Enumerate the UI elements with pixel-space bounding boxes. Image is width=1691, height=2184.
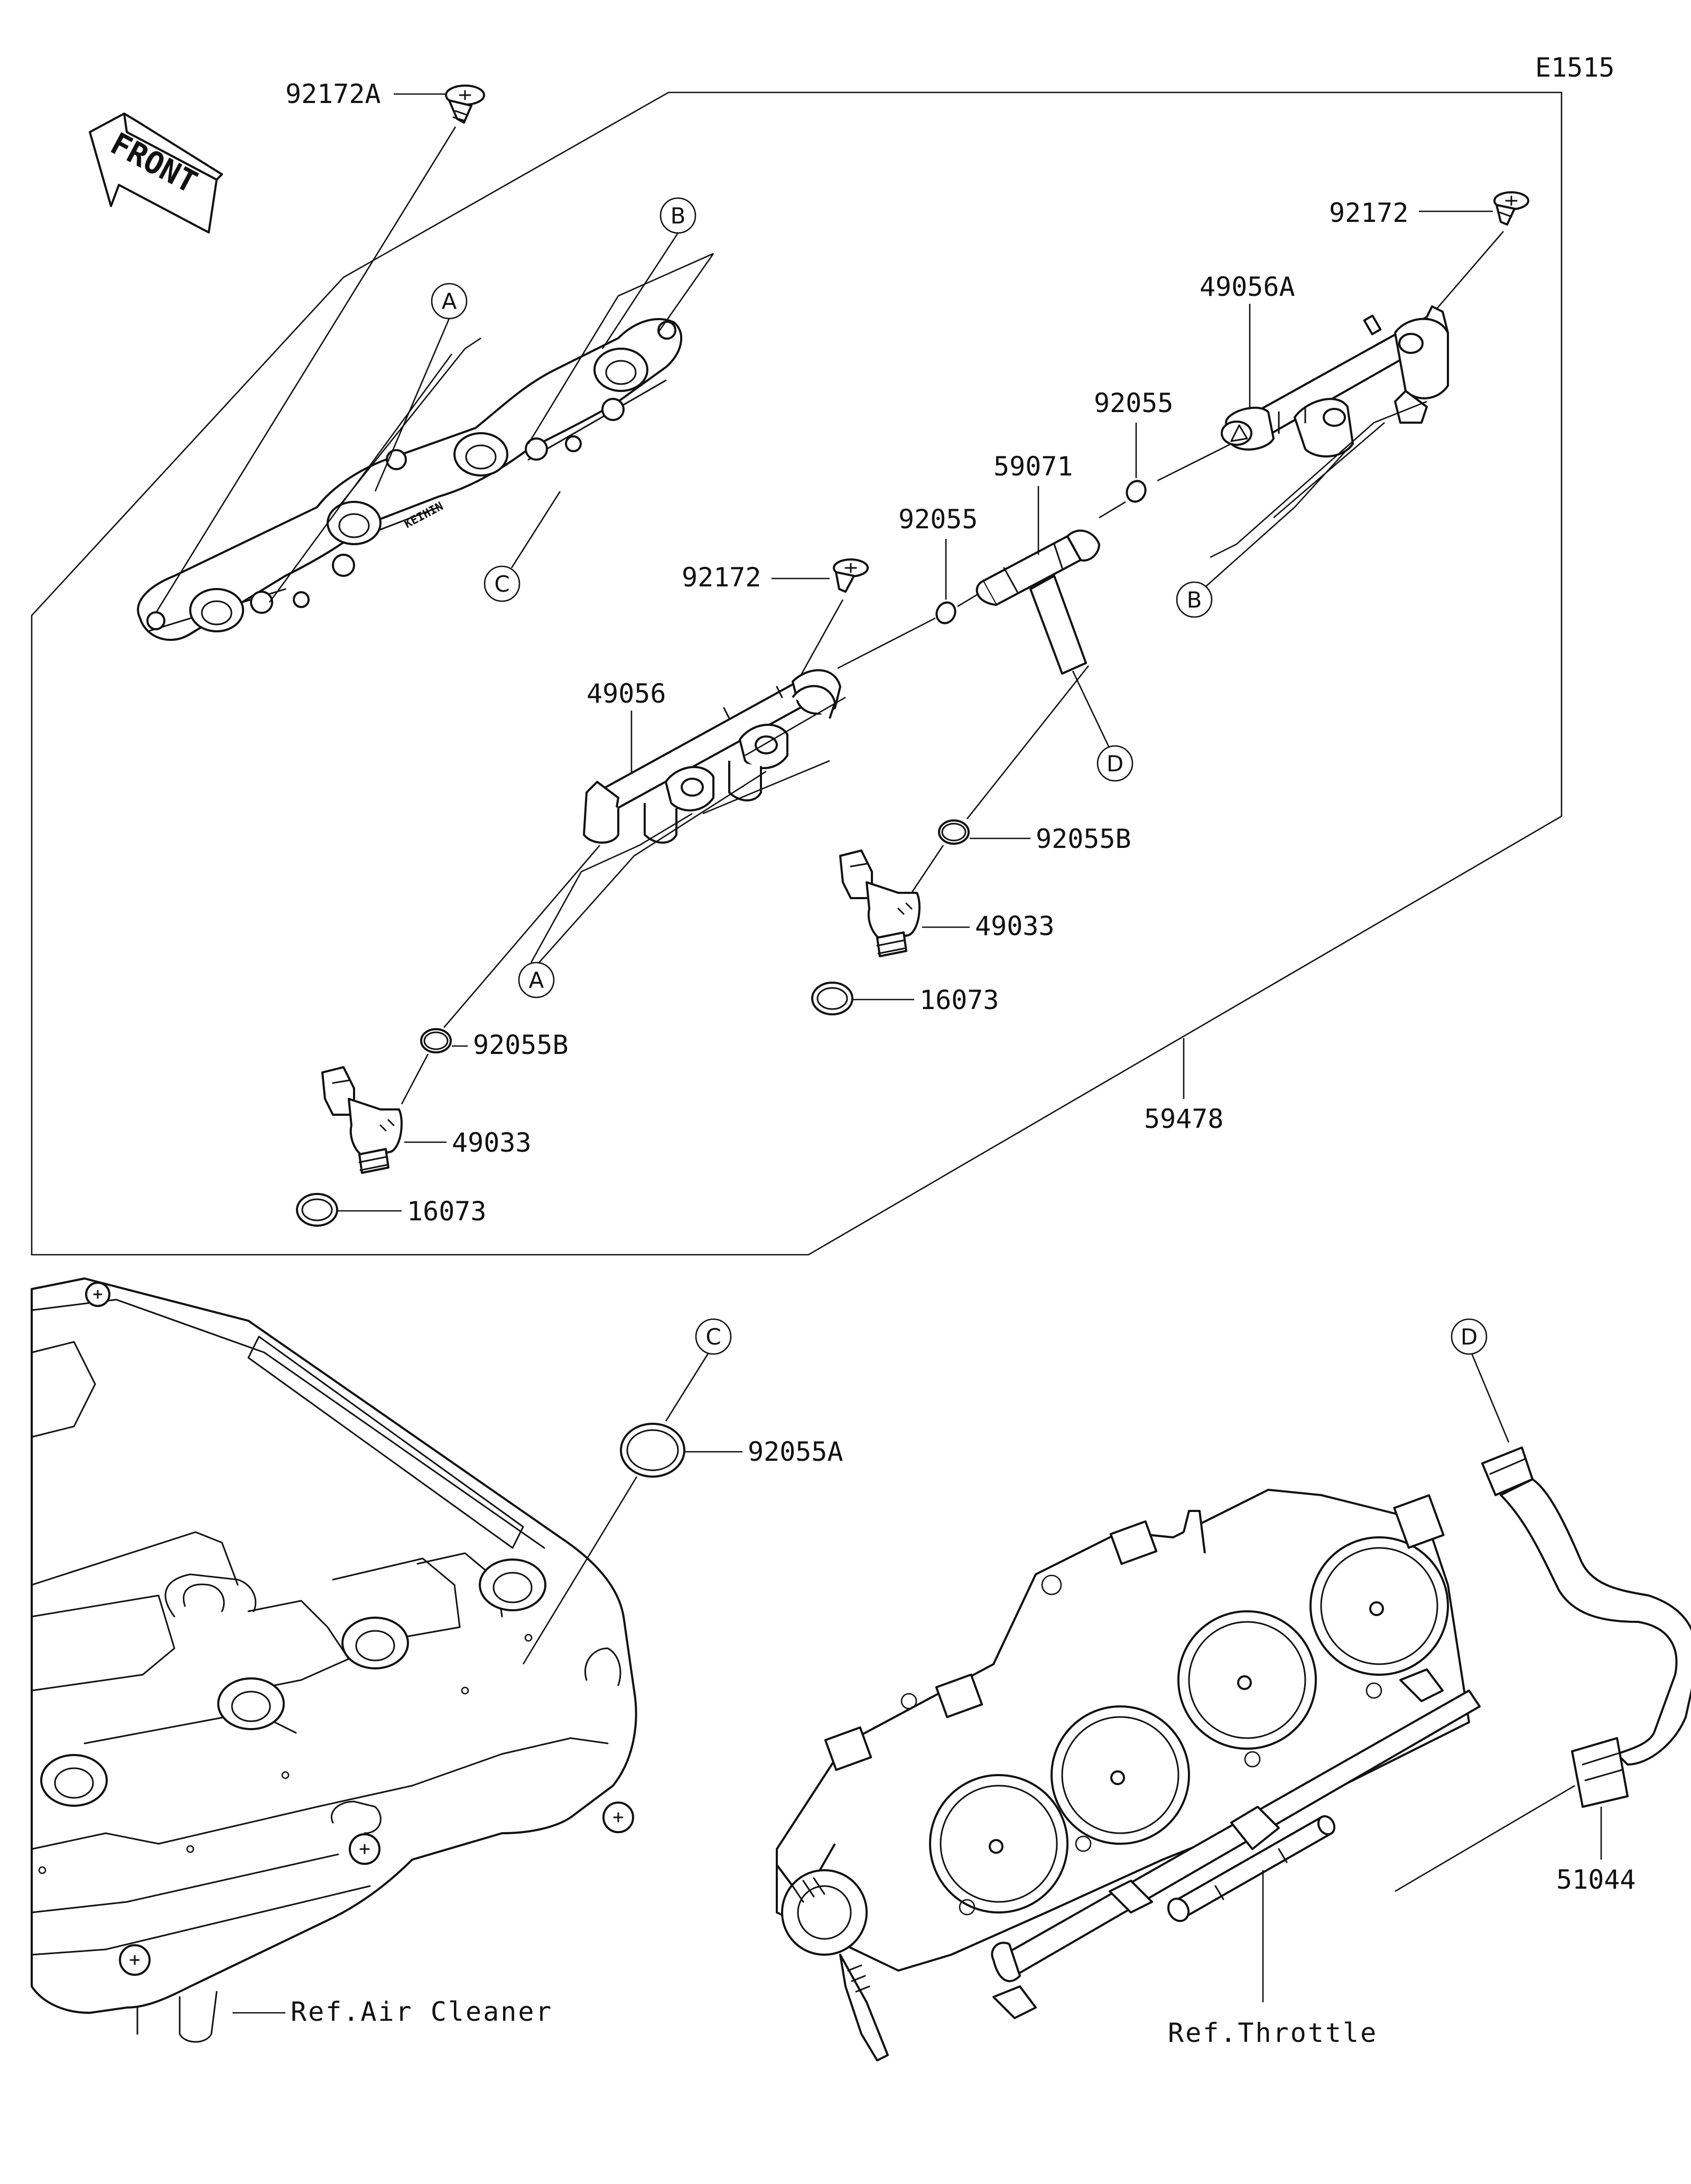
label-49033-left: 49033 [452,1127,532,1158]
callout-b-lower-text: B [1187,587,1202,613]
tee-joint-59071 [975,529,1100,675]
label-92172-top: 92172 [1329,198,1409,228]
fuel-rail-49056 [583,669,841,844]
injector-bracket: KEIHIN [137,318,683,641]
oring-92055-mid [935,601,956,624]
label-92055B-left: 92055B [473,1030,569,1060]
oring-92055-right [1126,480,1147,503]
front-arrow-icon: FRONT [89,113,223,234]
callout-c-lower-text: C [705,1324,721,1350]
fuel-hose-51044 [1481,1446,1691,1808]
callout-b-upper-text: B [671,203,686,229]
diagram-code: E1515 [1535,52,1615,83]
ref-throttle: Ref.Throttle [1168,2018,1378,2048]
label-92172-mid: 92172 [682,562,761,593]
screw-92172A [445,85,485,124]
label-59071: 59071 [993,451,1073,482]
assembly-59478-box [31,91,1563,1256]
callout-a-lower-text: A [529,967,544,993]
callout-b-lower [1176,581,1213,618]
air-cleaner-housing [31,1277,637,2043]
injector-49033-right [839,850,921,957]
label-59478: 59478 [1144,1104,1224,1134]
callout-d-lower-text: D [1461,1324,1478,1350]
injector-49033-left [321,1066,403,1174]
callout-a-lower [518,962,555,998]
label-92055A: 92055A [748,1436,843,1467]
callout-c-upper [484,565,521,602]
fuel-rail-49056A [1221,305,1449,458]
callout-c-upper-text: C [494,571,509,597]
label-92055B-right: 92055B [1036,824,1131,854]
label-92055-right: 92055 [1094,388,1174,418]
oring-92055A [620,1423,685,1478]
label-92055-mid: 92055 [898,504,978,535]
throttle-body [776,1489,1481,2061]
callout-a-upper-text: A [442,288,457,314]
label-51044: 51044 [1556,1864,1636,1895]
callout-d-upper-text: D [1107,751,1123,777]
callout-d-upper [1097,745,1133,782]
callout-d-lower [1451,1318,1488,1355]
screw-92172-top [1493,191,1529,226]
screw-92172-mid [833,558,869,593]
label-49056: 49056 [587,678,666,709]
label-92172A: 92172A [285,79,381,109]
ref-air-cleaner: Ref.Air Cleaner [291,1996,553,2027]
label-49056A: 49056A [1200,272,1295,302]
label-16073-left: 16073 [407,1196,487,1227]
label-16073-right: 16073 [919,985,999,1015]
label-49033-right: 49033 [975,911,1055,941]
leader-92172A [155,126,457,613]
throttle-fuel-tube [1167,1815,1336,1922]
callout-c-lower [695,1318,732,1355]
